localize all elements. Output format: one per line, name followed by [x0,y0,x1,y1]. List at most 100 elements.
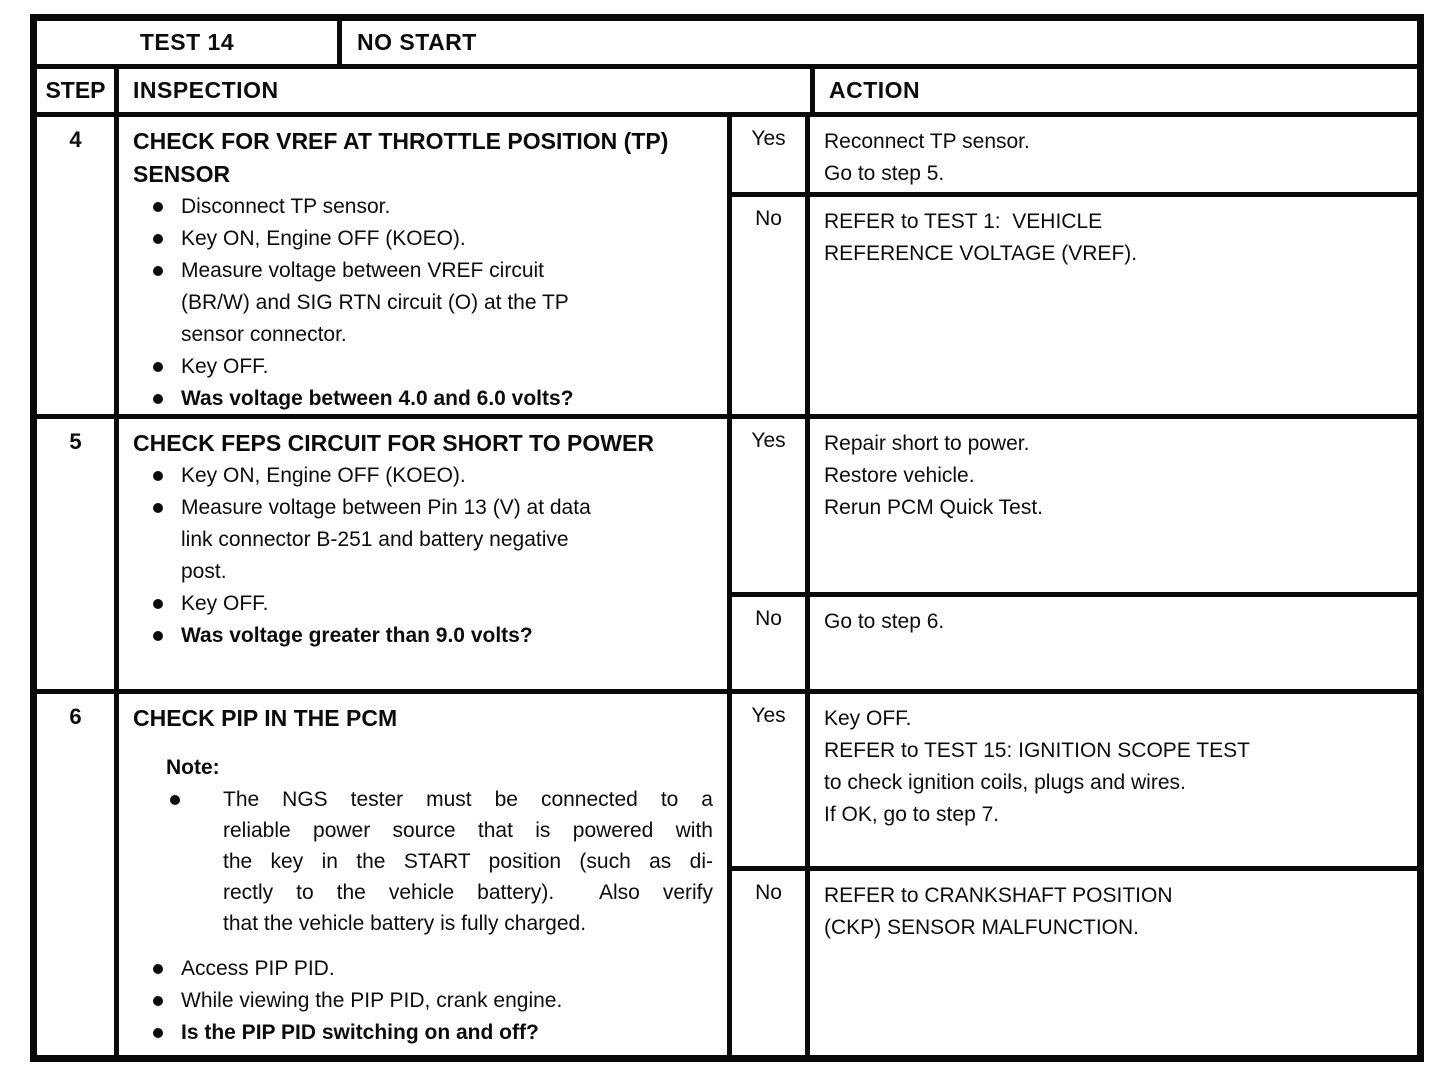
bullet-line: Key OFF. [181,355,269,378]
action-line: REFER to CRANKSHAFT POSITION [824,884,1173,907]
step-number: 5 [37,419,119,689]
bullet-line: sensor connector. [181,323,347,346]
action-line: If OK, go to step 7. [824,803,1000,826]
action-line: Repair short to power. [824,432,1030,455]
yes-label: Yes [732,419,810,592]
bullet-icon [153,503,163,513]
bullet-icon [153,394,163,404]
note-line: the key in the START position (such as d… [223,850,713,873]
test-name-cell: NO START [342,21,1417,64]
test-number-cell: TEST 14 [37,21,342,64]
yes-result-row: Yes Repair short to power. Restore vehic… [732,419,1417,597]
bullet-item: While viewing the PIP PID, crank engine. [133,985,713,1017]
action-line: Go to step 5. [824,162,945,185]
bullet-line: Measure voltage between VREF circuit [181,259,544,282]
note-line: that the vehicle battery is fully charge… [223,912,587,935]
results-stack: Yes Repair short to power. Restore vehic… [732,419,1417,689]
action-line: REFERENCE VOLTAGE (VREF). [824,242,1138,265]
note-line: reliable power source that is powered wi… [223,819,713,842]
no-label: No [732,871,810,1055]
bullet-icon [153,362,163,372]
no-label: No [732,597,810,689]
action-cell: REFER to CRANKSHAFT POSITION (CKP) SENSO… [810,871,1417,1055]
bullet-item: Disconnect TP sensor. [133,191,713,223]
action-line: Go to step 6. [824,610,945,633]
no-result-row: No REFER to TEST 1: VEHICLE REFERENCE VO… [732,197,1417,414]
test-name: NO START [357,29,477,55]
step-number: 6 [37,694,119,1055]
bullet-icon [170,795,180,805]
action-cell: REFER to TEST 1: VEHICLE REFERENCE VOLTA… [810,197,1417,414]
bullet-line: Access PIP PID. [181,957,335,980]
bullet-line: Key ON, Engine OFF (KOEO). [181,227,466,250]
action-line: Restore vehicle. [824,464,975,487]
step-number: 4 [37,117,119,414]
bullet-line: link connector B-251 and battery negativ… [181,528,569,551]
bullet-icon [153,599,163,609]
bullet-item: Key ON, Engine OFF (KOEO). [133,223,713,255]
bullet-icon [153,471,163,481]
action-line: Key OFF. [824,707,912,730]
step-row-5: 5 CHECK FEPS CIRCUIT FOR SHORT TO POWER … [37,419,1417,694]
step-row-6: 6 CHECK PIP IN THE PCM Note: The NGS tes… [37,694,1417,1055]
action-cell: Key OFF. REFER to TEST 15: IGNITION SCOP… [810,694,1417,866]
bullet-line: While viewing the PIP PID, crank engine. [181,989,563,1012]
yes-label: Yes [732,117,810,192]
test-number: TEST 14 [139,29,235,55]
action-cell: Go to step 6. [810,597,1417,689]
column-header-row: STEP INSPECTION ACTION [37,69,1417,117]
action-cell: Reconnect TP sensor. Go to step 5. [810,117,1417,192]
action-line: to check ignition coils, plugs and wires… [824,771,1186,794]
bullet-line: Key OFF. [181,592,269,615]
action-column-header: ACTION [829,77,921,103]
bullet-line: Measure voltage between Pin 13 (V) at da… [181,496,591,519]
bullet-icon [153,996,163,1006]
bullet-line: Key ON, Engine OFF (KOEO). [181,464,466,487]
note-label: Note: [166,756,220,779]
inspection-column-header: INSPECTION [119,69,815,112]
action-line: Reconnect TP sensor. [824,130,1030,153]
yes-result-row: Yes Key OFF. REFER to TEST 15: IGNITION … [732,694,1417,871]
bullet-icon [153,202,163,212]
question-line: Was voltage between 4.0 and 6.0 volts? [181,387,574,410]
question-bullet: Is the PIP PID switching on and off? [133,1017,713,1049]
inspection-title: CHECK PIP IN THE PCM [133,705,398,731]
question-line: Is the PIP PID switching on and off? [181,1021,539,1044]
bullet-line: Disconnect TP sensor. [181,195,391,218]
action-line: (CKP) SENSOR MALFUNCTION. [824,916,1140,939]
bullet-icon [153,631,163,641]
action-line: Rerun PCM Quick Test. [824,496,1044,519]
question-bullet: Was voltage greater than 9.0 volts? [133,620,713,652]
note-line: The NGS tester must be connected to a [223,788,713,811]
results-stack: Yes Reconnect TP sensor. Go to step 5. N… [732,117,1417,414]
step-row-4: 4 CHECK FOR VREF AT THROTTLE POSITION (T… [37,117,1417,419]
inspection-title: CHECK FEPS CIRCUIT FOR SHORT TO POWER [133,430,654,456]
inspection-cell: CHECK FEPS CIRCUIT FOR SHORT TO POWER Ke… [119,419,732,689]
bullet-item: Measure voltage between Pin 13 (V) at da… [133,492,713,588]
bullet-icon [153,234,163,244]
bullet-line: post. [181,560,227,583]
bullet-item: Key OFF. [133,588,713,620]
inspection-cell: CHECK FOR VREF AT THROTTLE POSITION (TP)… [119,117,732,414]
yes-label: Yes [732,694,810,866]
question-line: Was voltage greater than 9.0 volts? [181,624,533,647]
no-label: No [732,197,810,414]
title-row: TEST 14 NO START [37,21,1417,69]
step-column-header: STEP [37,69,119,112]
bullet-item: Access PIP PID. [133,953,713,985]
no-result-row: No Go to step 6. [732,597,1417,689]
no-result-row: No REFER to CRANKSHAFT POSITION (CKP) SE… [732,871,1417,1055]
inspection-cell: CHECK PIP IN THE PCM Note: The NGS teste… [119,694,732,1055]
action-cell: Repair short to power. Restore vehicle. … [810,419,1417,592]
note-bullet-item: The NGS tester must be connected to a re… [133,784,713,939]
diagnostic-test-table: TEST 14 NO START STEP INSPECTION ACTION … [30,14,1424,1062]
bullet-line: (BR/W) and SIG RTN circuit (O) at the TP [181,291,569,314]
bullet-icon [153,964,163,974]
yes-result-row: Yes Reconnect TP sensor. Go to step 5. [732,117,1417,197]
action-line: REFER to TEST 1: VEHICLE [824,210,1103,233]
bullet-item: Key ON, Engine OFF (KOEO). [133,460,713,492]
note-line: rectly to the vehicle battery). Also ver… [223,881,713,904]
bullet-icon [153,1028,163,1038]
action-line: REFER to TEST 15: IGNITION SCOPE TEST [824,739,1250,762]
